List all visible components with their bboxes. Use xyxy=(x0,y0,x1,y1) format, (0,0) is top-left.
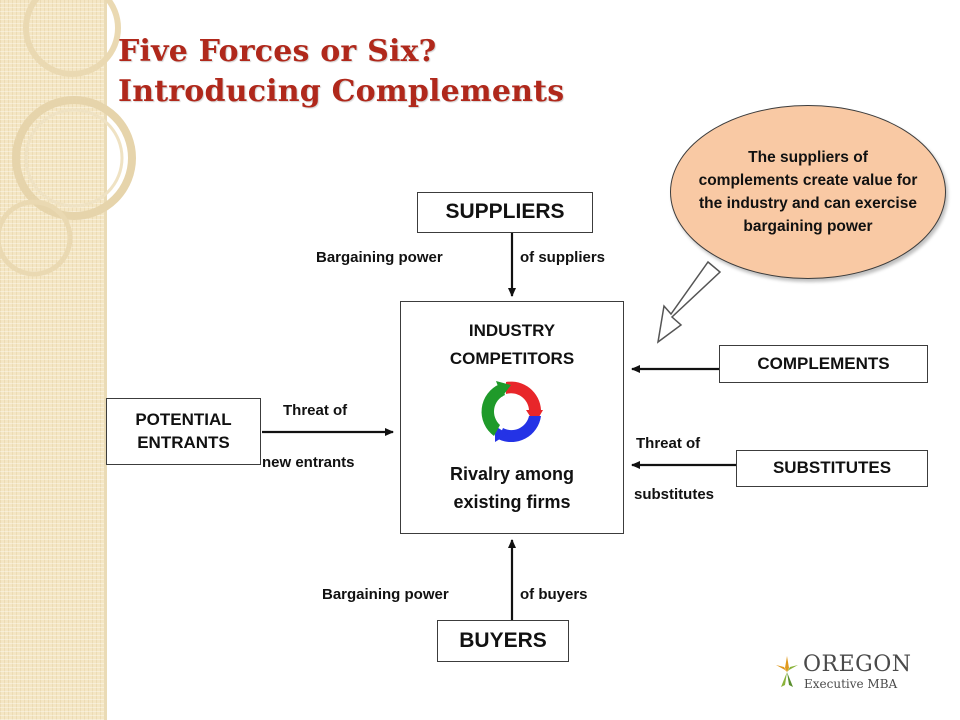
buyers-box: BUYERS xyxy=(437,620,569,662)
substitutes-threat-label-top: Threat of xyxy=(636,435,701,452)
industry-competitors-box: INDUSTRY COMPETITORS Rivalry among exist… xyxy=(400,301,624,534)
industry-title-line-1: INDUSTRY xyxy=(468,321,556,340)
slide-title-line-2: Introducing Complements xyxy=(118,74,565,109)
rivalry-text: Rivalry among existing firms xyxy=(401,460,623,516)
decorative-rings xyxy=(0,0,136,277)
suppliers-label-right: of suppliers xyxy=(520,249,606,266)
oregon-executive-mba-logo: OREGON Executive MBA xyxy=(774,652,914,694)
star-logo-icon xyxy=(776,656,798,687)
decorative-side-stripe xyxy=(0,0,106,720)
callout-pointer-arrow xyxy=(656,260,722,344)
industry-title: INDUSTRY COMPETITORS xyxy=(401,317,623,373)
rivalry-line-1: Rivalry among xyxy=(449,464,575,484)
rivalry-line-2: existing firms xyxy=(453,492,571,512)
rivalry-cycle-icon xyxy=(481,381,543,442)
suppliers-label-left: Bargaining power xyxy=(316,249,443,266)
stripe-edge xyxy=(104,0,107,720)
entrants-threat-label-bottom: new entrants xyxy=(262,454,355,471)
logo-name: OREGON xyxy=(803,652,912,677)
buyers-label-right: of buyers xyxy=(520,586,588,603)
substitutes-box: SUBSTITUTES xyxy=(736,450,928,487)
suppliers-box: SUPPLIERS xyxy=(417,192,593,233)
buyers-label-left: Bargaining power xyxy=(322,586,449,603)
potential-entrants-box: POTENTIAL ENTRANTS xyxy=(106,398,261,465)
entrants-label-line-1: POTENTIAL xyxy=(135,409,232,429)
entrants-threat-label-top: Threat of xyxy=(283,402,348,419)
logo-subtitle: Executive MBA xyxy=(804,677,898,691)
industry-title-line-2: COMPETITORS xyxy=(449,349,575,368)
complements-callout: The suppliers of complements create valu… xyxy=(670,105,946,279)
complements-box: COMPLEMENTS xyxy=(719,345,928,383)
slide-title-line-1: Five Forces or Six? xyxy=(118,34,437,69)
entrants-label-line-2: ENTRANTS xyxy=(137,432,230,452)
substitutes-threat-label-bottom: substitutes xyxy=(634,486,715,503)
